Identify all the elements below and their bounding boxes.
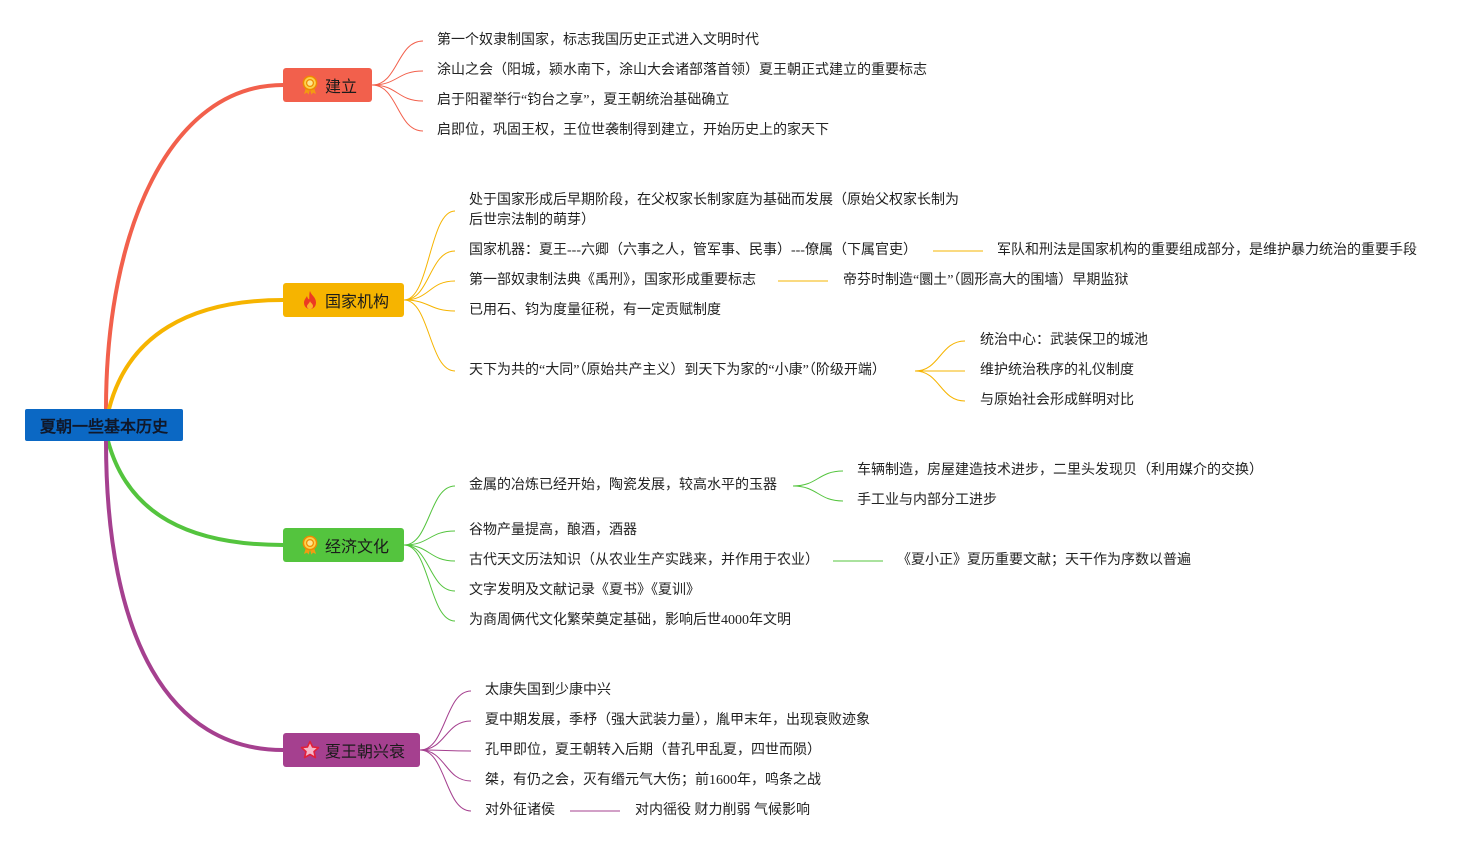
main-connector-establishment bbox=[104, 83, 285, 411]
leaf-connector bbox=[403, 485, 456, 546]
leaf-topic[interactable]: 文字发明及文献记录《夏书》《夏训》 bbox=[469, 583, 700, 598]
leaf-topic[interactable]: 孔甲即位，夏王朝转入后期（昔孔甲乱夏，四世而陨） bbox=[485, 743, 821, 758]
leaf-topic[interactable]: 对外征诸侯 bbox=[485, 803, 555, 818]
leaf-connector bbox=[419, 690, 472, 751]
root-topic[interactable]: 夏朝一些基本历史 bbox=[25, 409, 183, 441]
sub-topic[interactable]: 对内徭役 财力削弱 气候影响 bbox=[635, 803, 810, 818]
branch-label: 国家机构 bbox=[325, 294, 390, 311]
medal-icon bbox=[300, 535, 320, 555]
leaf-connector bbox=[371, 84, 424, 132]
leaf-connector bbox=[403, 530, 456, 546]
sub-connector bbox=[914, 340, 966, 372]
leaf-connector bbox=[403, 280, 456, 301]
leaf-topic[interactable]: 已用石、钧为度量征税，有一定贡赋制度 bbox=[469, 303, 721, 318]
leaf-topic[interactable]: 启即位，巩固王权，王位世袭制得到建立，开始历史上的家天下 bbox=[437, 123, 829, 138]
leaf-connector bbox=[419, 749, 472, 782]
sub-topic[interactable]: 手工业与内部分工进步 bbox=[857, 493, 997, 508]
leaf-connector bbox=[419, 749, 472, 812]
leaf-connector bbox=[371, 84, 424, 102]
branch-topic-state-apparatus[interactable]: 国家机构 bbox=[283, 283, 405, 317]
main-connectors bbox=[104, 83, 285, 752]
leaf-line: 处于国家形成后早期阶段，在父权家长制家庭为基础而发展（原始父权家长制为 bbox=[469, 193, 959, 208]
sub-topic[interactable]: 统治中心：武装保卫的城池 bbox=[980, 333, 1148, 348]
branch-topic-establishment[interactable]: 建立 bbox=[283, 68, 373, 102]
leaf-connector bbox=[403, 299, 456, 312]
leaf-topic[interactable]: 天下为共的“大同”（原始共产主义）到天下为家的“小康”（阶级开端） bbox=[469, 363, 886, 378]
leaf-connectors-state-apparatus bbox=[403, 210, 983, 402]
leaf-topic[interactable]: 古代天文历法知识（从农业生产实践来，并作用于农业） bbox=[469, 553, 819, 568]
main-connector-economy-culture bbox=[106, 439, 285, 547]
leaf-topic[interactable]: 第一部奴隶制法典《禹刑》，国家形成重要标志 bbox=[469, 273, 756, 288]
branch-topic-rise-fall[interactable]: 夏王朝兴衰 bbox=[283, 733, 421, 767]
branch-label: 夏王朝兴衰 bbox=[325, 744, 406, 761]
branch-label: 建立 bbox=[325, 79, 358, 96]
leaf-topic[interactable]: 涂山之会（阳城，颍水南下，涂山大会诸部落首领）夏王朝正式建立的重要标志 bbox=[437, 63, 927, 78]
leaf-connector bbox=[403, 544, 456, 592]
leaf-connector bbox=[371, 40, 424, 86]
sub-connector bbox=[792, 470, 844, 487]
leaf-topic[interactable]: 谷物产量提高，酿酒，酒器 bbox=[469, 523, 637, 538]
sub-connector bbox=[914, 370, 966, 402]
leaf-topic[interactable]: 金属的冶炼已经开始，陶瓷发展，较高水平的玉器 bbox=[469, 478, 777, 493]
leaf-topic[interactable]: 桀，有仍之会，灭有缗元气大伤；前1600年，鸣条之战 bbox=[485, 773, 821, 788]
leaf-line: 后世宗法制的萌芽） bbox=[469, 213, 595, 228]
sub-topic[interactable]: 《夏小正》夏历重要文献；天干作为序数以普遍 bbox=[897, 553, 1191, 568]
sub-topic[interactable]: 军队和刑法是国家机构的重要组成部分，是维护暴力统治的重要手段 bbox=[997, 243, 1417, 258]
leaf-topic[interactable]: 国家机器：夏王---六卿（六事之人，管军事、民事）---僚属（下属官吏） bbox=[469, 243, 917, 258]
leaf-connector bbox=[403, 544, 456, 622]
main-connector-state-apparatus bbox=[107, 298, 285, 411]
sub-connector bbox=[792, 485, 844, 502]
sub-topic[interactable]: 维护统治秩序的礼仪制度 bbox=[980, 363, 1134, 378]
leaf-topic[interactable]: 启于阳翟举行“钧台之享”，夏王朝统治基础确立 bbox=[437, 93, 730, 108]
leaf-connector bbox=[403, 544, 456, 562]
fire-icon bbox=[300, 290, 320, 310]
sub-topic[interactable]: 帝芬时制造“圜土”（圆形高大的围墙）早期监狱 bbox=[843, 273, 1129, 288]
leaf-connector bbox=[403, 299, 456, 372]
sub-topic[interactable]: 车辆制造，房屋建造技术进步，二里头发现贝（利用媒介的交换） bbox=[857, 463, 1263, 478]
leaf-topic[interactable]: 处于国家形成后早期阶段，在父权家长制家庭为基础而发展（原始父权家长制为 后世宗法… bbox=[469, 191, 959, 231]
main-connector-rise-fall bbox=[104, 439, 285, 752]
leaf-topic[interactable]: 为商周俩代文化繁荣奠定基础，影响后世4000年文明 bbox=[469, 613, 791, 628]
branch-label: 经济文化 bbox=[325, 539, 390, 556]
star-icon bbox=[300, 740, 320, 760]
leaf-connectors-economy-culture bbox=[403, 470, 883, 622]
leaf-connector bbox=[419, 749, 472, 752]
leaf-topic[interactable]: 太康失国到少康中兴 bbox=[485, 683, 611, 698]
leaf-connector bbox=[403, 250, 456, 301]
leaf-topic[interactable]: 第一个奴隶制国家，标志我国历史正式进入文明时代 bbox=[437, 33, 759, 48]
leaf-connector bbox=[371, 70, 424, 86]
leaf-connector bbox=[419, 720, 472, 751]
leaf-topic[interactable]: 夏中期发展，季杼（强大武装力量），胤甲末年，出现衰败迹象 bbox=[485, 713, 870, 728]
leaf-connector bbox=[403, 210, 456, 301]
leaf-connectors-establishment bbox=[371, 40, 424, 132]
sub-topic[interactable]: 与原始社会形成鲜明对比 bbox=[980, 393, 1134, 408]
branch-topic-economy-culture[interactable]: 经济文化 bbox=[283, 528, 405, 562]
leaf-connectors-rise-fall bbox=[419, 690, 620, 812]
medal-icon bbox=[300, 75, 320, 95]
